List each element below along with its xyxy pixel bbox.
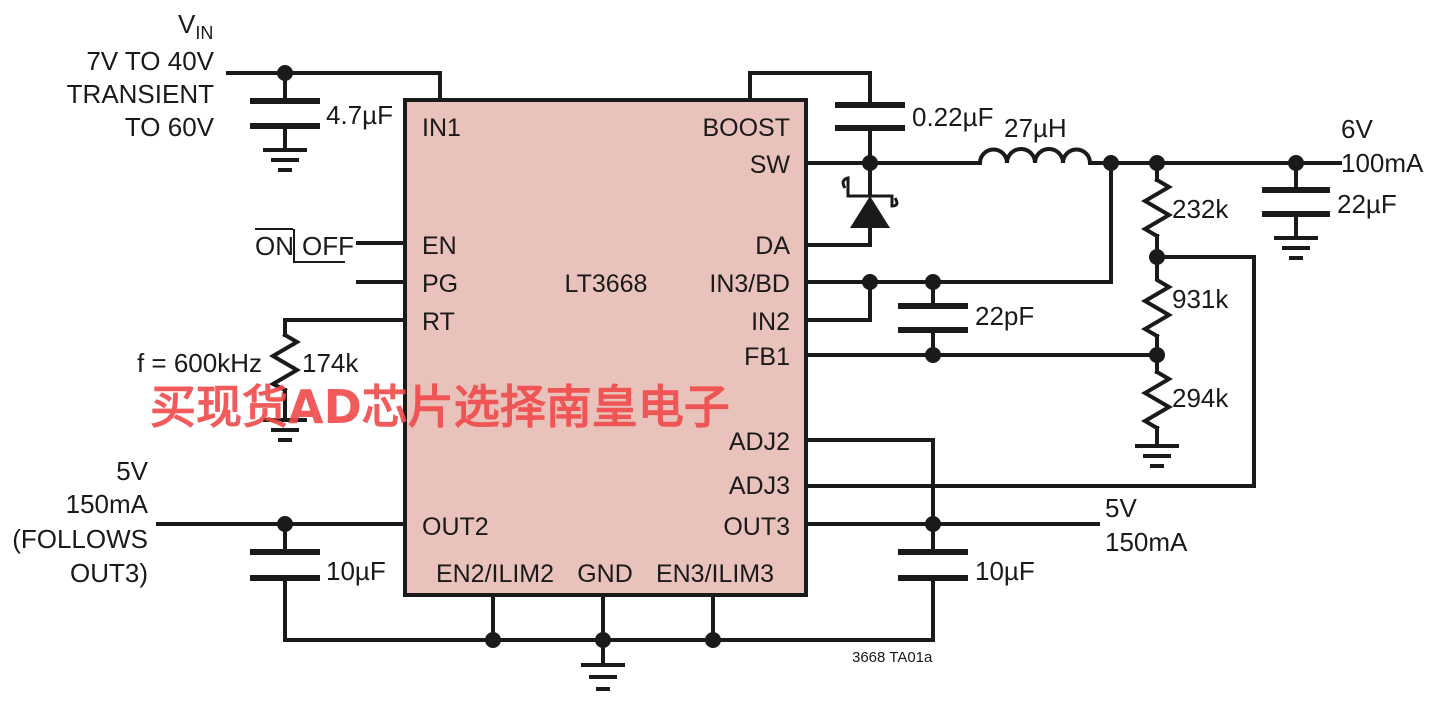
label-cboost: 0.22µF xyxy=(912,102,993,132)
pin-da: DA xyxy=(755,232,790,260)
label-rrt: 174k xyxy=(302,348,359,378)
in2-wire xyxy=(804,280,872,322)
in3bd-wire xyxy=(804,161,1113,284)
label-rmid: 931k xyxy=(1172,284,1229,314)
label-on: ON xyxy=(255,231,294,261)
boost-wire xyxy=(748,71,872,106)
pin-gnd: GND xyxy=(577,560,633,588)
ground-symbol-main xyxy=(581,663,625,691)
ground-symbol-rt xyxy=(263,418,307,442)
label-rtop: 232k xyxy=(1172,194,1229,224)
da-wire xyxy=(804,226,872,247)
label-out1-current: 100mA xyxy=(1341,148,1424,178)
cout1-capacitor xyxy=(1262,187,1330,217)
label-vin: VIN xyxy=(178,9,213,43)
label-out3-voltage: 5V xyxy=(1105,493,1137,523)
label-cout3: 10µF xyxy=(975,556,1035,586)
pin-in2: IN2 xyxy=(751,308,790,336)
pin-rt: RT xyxy=(422,308,455,336)
label-out3-current: 150mA xyxy=(1105,527,1188,557)
ic-body xyxy=(403,98,808,597)
pin-adj3: ADJ3 xyxy=(729,472,790,500)
pin-en3-ilim3: EN3/ILIM3 xyxy=(656,560,774,588)
pin-out2: OUT2 xyxy=(422,513,489,541)
cff-capacitor xyxy=(898,303,968,333)
label-cin: 4.7µF xyxy=(326,100,393,130)
adj2-wire xyxy=(804,438,935,554)
schottky-diode xyxy=(841,176,899,228)
on-off-bracket xyxy=(255,228,345,263)
label-out2-voltage: 5V xyxy=(116,456,148,486)
label-cout2: 10µF xyxy=(326,556,386,586)
resistor-mid xyxy=(1141,276,1173,339)
pin-out3: OUT3 xyxy=(723,513,790,541)
label-cout1: 22µF xyxy=(1337,189,1397,219)
cout3-capacitor xyxy=(898,549,968,581)
label-vin-range: 7V TO 40V xyxy=(86,46,214,76)
resistor-top xyxy=(1141,177,1173,239)
vin-subscript: IN xyxy=(195,23,213,43)
pin-in3bd: IN3/BD xyxy=(709,270,790,298)
resistor-rt xyxy=(268,332,301,393)
label-rbot: 294k xyxy=(1172,383,1229,413)
label-out2-note2: OUT3) xyxy=(70,558,148,588)
label-out2-note1: (FOLLOWS xyxy=(12,524,148,554)
label-vin-max: TO 60V xyxy=(125,112,215,142)
inductor xyxy=(977,147,1093,166)
vin-wire xyxy=(226,71,442,102)
rt-wire xyxy=(283,318,407,337)
vin-symbol: V xyxy=(178,9,196,39)
label-cff: 22pF xyxy=(975,301,1034,331)
junction-dots xyxy=(277,65,1304,648)
label-out2-current: 150mA xyxy=(66,489,149,519)
pin-boost: BOOST xyxy=(702,114,790,142)
ground-symbol-cout1 xyxy=(1274,236,1318,260)
pin-adj2: ADJ2 xyxy=(729,428,790,456)
figure-id: 3668 TA01a xyxy=(852,649,933,666)
cout2-capacitor xyxy=(250,549,320,581)
pin-in1: IN1 xyxy=(422,114,461,142)
label-frequency: f = 600kHz xyxy=(137,348,262,378)
label-inductor: 27µH xyxy=(1004,113,1067,143)
pin-en2-ilim2: EN2/ILIM2 xyxy=(436,560,554,588)
resistor-bottom xyxy=(1141,369,1173,431)
ic-name: LT3668 xyxy=(565,270,648,298)
ground-symbol-cin xyxy=(263,148,307,172)
pin-sw: SW xyxy=(750,151,791,179)
watermark-text: 买现货AD芯片选择南皇电子 xyxy=(150,380,730,434)
pin-en: EN xyxy=(422,232,457,260)
adj3-wire xyxy=(804,255,1256,488)
ground-symbol-divider xyxy=(1135,444,1179,468)
cin-capacitor xyxy=(250,98,320,129)
label-vin-transient: TRANSIENT xyxy=(67,79,214,109)
cboost-capacitor xyxy=(835,102,905,131)
label-off: OFF xyxy=(302,231,354,261)
pin-pg: PG xyxy=(422,270,458,298)
label-out1-voltage: 6V xyxy=(1341,114,1373,144)
pin-fb1: FB1 xyxy=(744,343,790,371)
